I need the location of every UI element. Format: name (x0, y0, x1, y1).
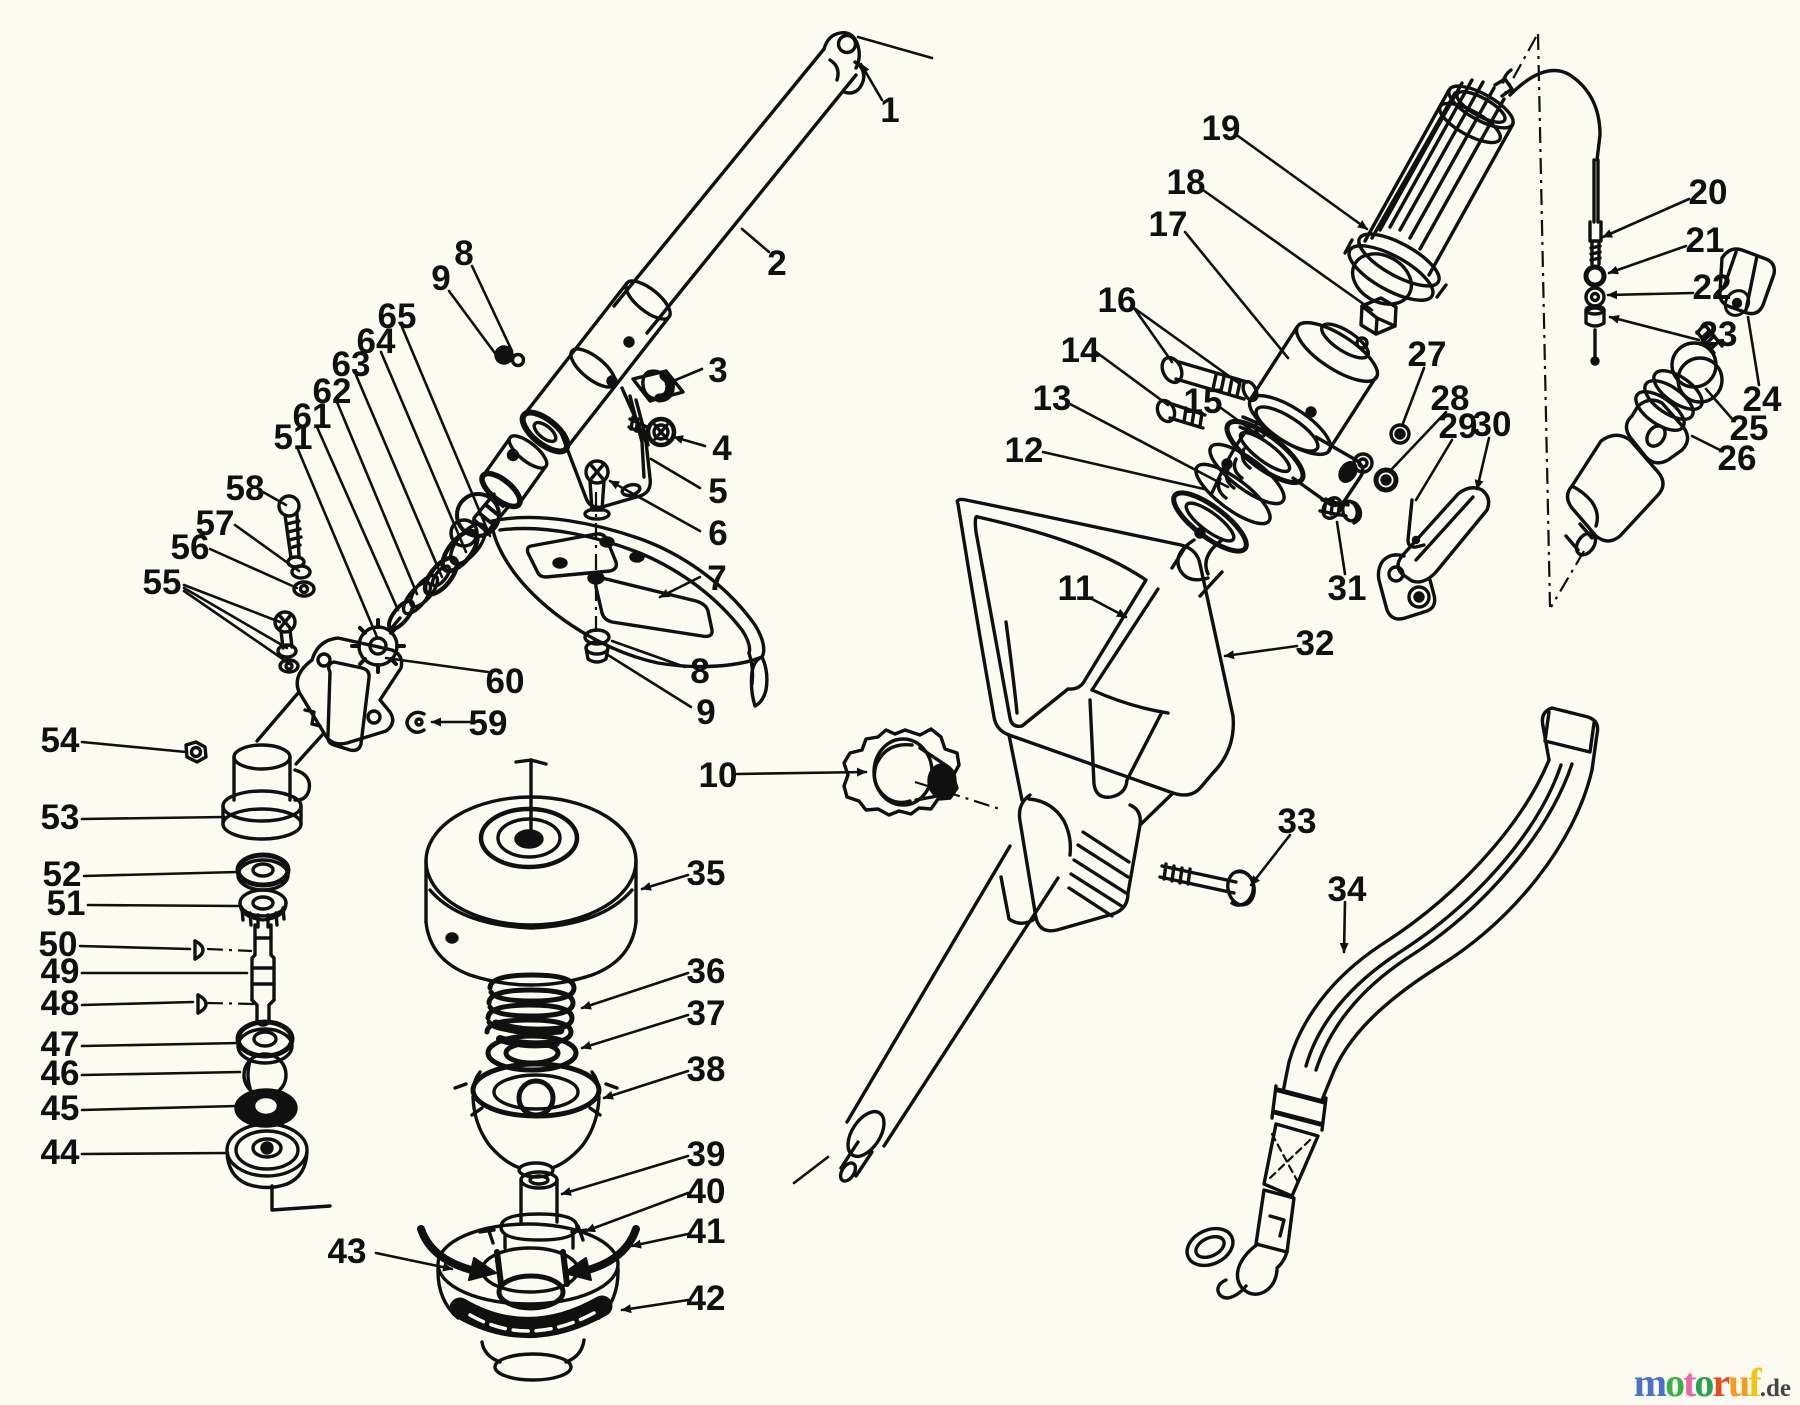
svg-text:47: 47 (41, 1025, 80, 1064)
svg-text:59: 59 (469, 704, 508, 743)
svg-text:53: 53 (41, 798, 80, 837)
svg-text:16: 16 (1098, 281, 1137, 320)
svg-text:10: 10 (699, 756, 738, 795)
svg-text:22: 22 (1693, 268, 1732, 307)
svg-text:42: 42 (687, 1279, 726, 1318)
svg-text:57: 57 (196, 504, 235, 543)
svg-text:20: 20 (1689, 173, 1728, 212)
svg-text:40: 40 (687, 1172, 726, 1211)
svg-text:7: 7 (707, 559, 726, 598)
svg-text:6: 6 (708, 514, 727, 553)
svg-text:51: 51 (274, 418, 313, 457)
svg-text:34: 34 (1328, 870, 1367, 909)
svg-text:56: 56 (171, 528, 210, 567)
svg-text:4: 4 (712, 429, 732, 468)
svg-text:31: 31 (1328, 569, 1367, 608)
svg-text:54: 54 (41, 721, 80, 760)
svg-text:65: 65 (378, 297, 417, 336)
svg-text:28: 28 (1431, 379, 1470, 418)
svg-text:12: 12 (1005, 431, 1044, 470)
svg-text:38: 38 (687, 1050, 726, 1089)
svg-text:29: 29 (1439, 407, 1478, 446)
svg-text:23: 23 (1699, 315, 1738, 354)
svg-text:46: 46 (41, 1054, 80, 1093)
svg-text:motoruf.de: motoruf.de (1634, 1360, 1791, 1405)
svg-text:14: 14 (1061, 331, 1100, 370)
svg-text:1: 1 (880, 91, 899, 130)
svg-text:15: 15 (1184, 382, 1223, 421)
svg-text:49: 49 (41, 952, 80, 991)
svg-text:44: 44 (41, 1133, 80, 1172)
svg-text:36: 36 (687, 952, 726, 991)
svg-text:18: 18 (1167, 163, 1206, 202)
svg-text:45: 45 (41, 1089, 80, 1128)
svg-text:30: 30 (1473, 405, 1512, 444)
svg-text:60: 60 (486, 662, 525, 701)
svg-text:35: 35 (687, 854, 726, 893)
svg-text:52: 52 (43, 855, 82, 894)
svg-text:17: 17 (1149, 205, 1188, 244)
svg-text:48: 48 (41, 984, 80, 1023)
svg-text:27: 27 (1408, 335, 1447, 374)
svg-text:37: 37 (687, 994, 726, 1033)
svg-text:58: 58 (226, 469, 265, 508)
svg-text:9: 9 (431, 259, 450, 298)
svg-text:3: 3 (708, 351, 727, 390)
svg-text:24: 24 (1743, 380, 1782, 419)
svg-text:33: 33 (1278, 802, 1317, 841)
svg-text:25: 25 (1730, 409, 1769, 448)
svg-text:64: 64 (357, 322, 396, 361)
svg-text:39: 39 (687, 1135, 726, 1174)
svg-text:21: 21 (1686, 221, 1725, 260)
svg-text:2: 2 (767, 244, 786, 283)
svg-text:9: 9 (696, 693, 715, 732)
svg-text:11: 11 (1058, 569, 1095, 608)
svg-text:50: 50 (39, 925, 78, 964)
svg-text:8: 8 (454, 234, 473, 273)
svg-text:8: 8 (690, 652, 709, 691)
svg-text:41: 41 (687, 1212, 726, 1251)
svg-text:13: 13 (1033, 379, 1072, 418)
svg-text:61: 61 (293, 397, 332, 436)
svg-text:55: 55 (143, 563, 182, 602)
svg-text:32: 32 (1296, 624, 1335, 663)
svg-text:19: 19 (1202, 109, 1241, 148)
svg-text:5: 5 (708, 472, 727, 511)
svg-text:43: 43 (328, 1232, 367, 1271)
svg-text:62: 62 (313, 372, 352, 411)
svg-text:26: 26 (1718, 439, 1757, 478)
svg-text:51: 51 (47, 884, 86, 923)
svg-text:63: 63 (332, 345, 371, 384)
